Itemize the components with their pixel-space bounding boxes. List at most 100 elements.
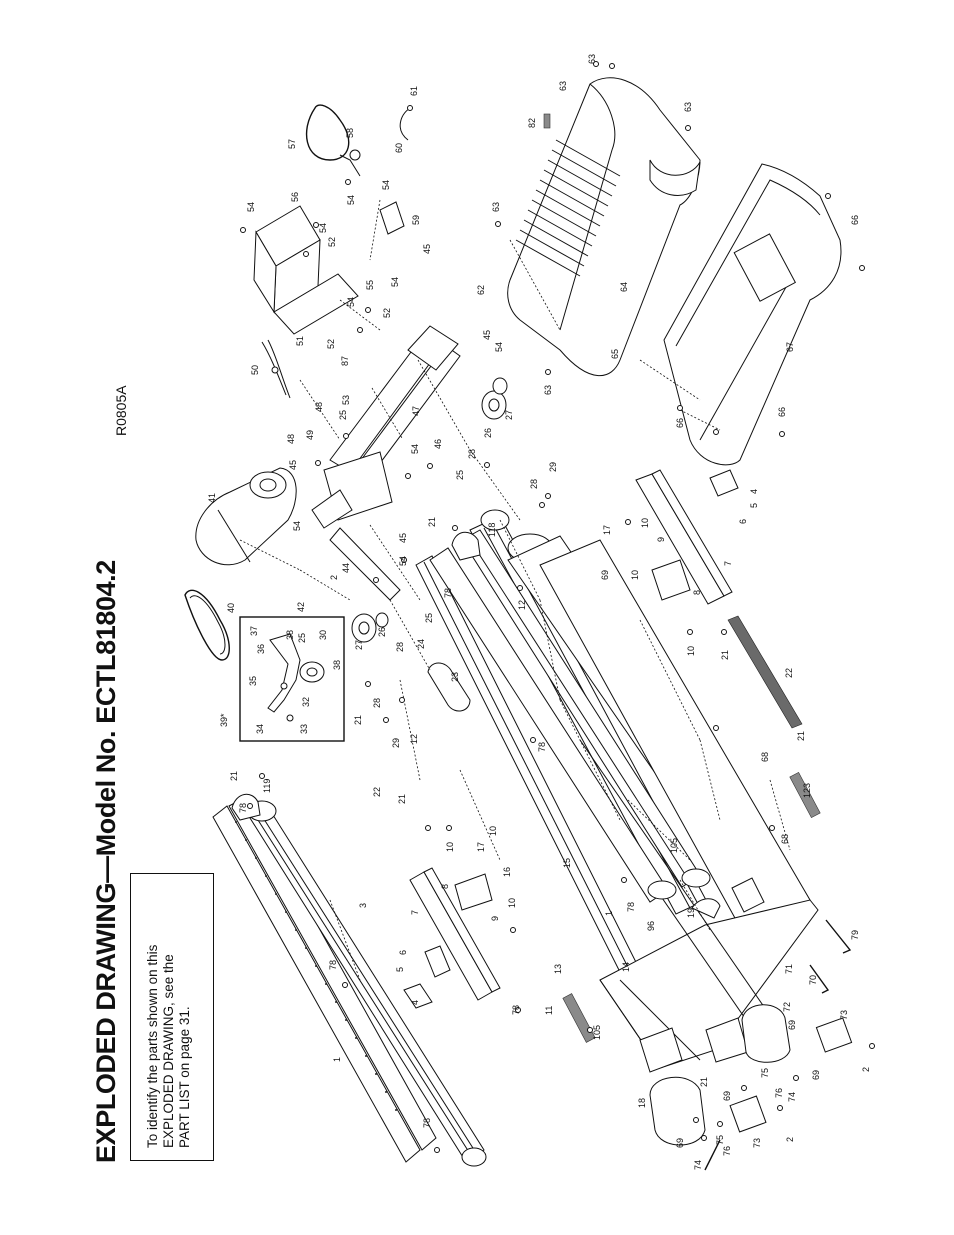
label-68b: 68 [780,834,790,844]
side-rail-7-right [635,469,739,605]
label-69b: 69 [787,1020,797,1030]
label-50: 50 [250,365,260,375]
note-line-2: EXPLODED DRAWING, see the [161,954,176,1148]
label-69e: 69 [675,1138,685,1148]
label-10c: 10 [507,898,517,908]
label-21: 21 [229,771,239,781]
note-text: To identify the parts shown on this EXPL… [145,886,193,1148]
label-54f: 54 [390,277,400,287]
label-74: 74 [787,1092,797,1102]
label-11: 11 [544,1006,554,1015]
label-53: 53 [341,395,351,405]
label-66: 66 [850,215,860,225]
label-23: 23 [450,672,460,682]
label-35: 35 [248,676,258,686]
label-105: 105 [592,1025,602,1040]
motor-41 [195,467,297,566]
label-12: 12 [409,734,419,744]
label-61: 61 [409,86,419,96]
bracket-119 [231,793,261,821]
label-54g: 54 [410,444,420,454]
label-48: 48 [286,434,296,444]
fasteners [240,61,875,1153]
note-line-1: To identify the parts shown on this [145,944,160,1148]
label-15: 15 [562,858,572,868]
page-title: EXPLODED DRAWING—Model No. ECTL81804.2 [91,560,121,1163]
label-60: 60 [394,143,404,153]
label-10e: 10 [630,570,640,580]
label-63c: 63 [683,102,693,112]
label-12b: 12 [517,600,527,610]
deck-rail-left [212,796,437,1163]
label-66c: 66 [675,418,685,428]
label-10d: 10 [640,518,650,528]
label-62: 62 [476,285,486,295]
drawing-code: R0805A [113,385,129,436]
label-39: 39* [219,713,229,727]
label-74b: 74 [693,1160,703,1170]
label-78g: 78 [626,902,636,912]
breaker-59 [379,201,405,235]
label-21f: 21 [796,731,806,741]
label-56: 56 [290,192,300,202]
label-59: 59 [411,215,421,225]
label-57: 57 [287,139,297,149]
label-27: 27 [354,640,364,650]
hood-62 [507,77,701,377]
label-24: 24 [416,639,426,649]
frame-rail-left [247,800,487,1167]
label-68: 68 [760,752,770,762]
label-40: 40 [226,603,236,613]
label-25: 25 [424,613,434,623]
label-2: 2 [329,575,339,580]
label-87: 87 [340,356,350,366]
hood-base-67 [663,163,842,466]
label-45b: 45 [398,533,408,543]
label-13: 13 [553,964,563,974]
label-8: 8 [440,884,450,889]
footrail-part-6 [424,945,451,978]
label-5b: 5 [749,503,759,508]
label-71: 71 [784,964,794,974]
label-54d: 54 [381,180,391,190]
label-73b: 73 [752,1138,762,1148]
label-14: 14 [621,962,631,972]
label-7b: 7 [723,561,733,566]
label-119: 119 [262,779,272,793]
label-22b: 22 [784,668,794,678]
label-19: 19 [686,908,696,918]
label-21b: 21 [353,715,363,725]
label-45d: 45 [482,330,492,340]
part-number-labels: 1 1 2 2 2 3 4 4 5 5 6 6 7 7 8 8 9 9 10 1… [207,54,871,1170]
wire-61 [399,105,413,141]
label-69: 69 [600,570,610,580]
label-41: 41 [207,493,217,503]
label-65: 65 [610,349,620,359]
label-46: 46 [433,439,443,449]
label-58: 58 [345,128,355,138]
label-48b: 48 [314,402,324,412]
label-4b: 4 [749,489,759,494]
rail-right [429,529,711,903]
label-28b: 28 [372,698,382,708]
label-28: 28 [395,642,405,652]
label-64: 64 [619,282,629,292]
label-76: 76 [774,1088,784,1098]
power-cord-57 [305,104,361,177]
label-78e: 78 [537,742,547,752]
label-10f: 10 [686,646,696,656]
label-44: 44 [341,563,351,573]
label-47: 47 [411,406,421,416]
label-34: 34 [255,724,265,734]
label-36: 36 [256,644,266,654]
label-54j: 54 [494,342,504,352]
board-51 [273,273,359,335]
label-38: 38 [285,630,295,640]
label-52c: 52 [382,308,392,318]
part-8-block [454,873,493,911]
label-54i: 54 [398,556,408,566]
bracket-19 [691,877,765,919]
label-45: 45 [288,460,298,470]
label-37: 37 [249,626,259,636]
label-17b: 17 [602,525,612,535]
